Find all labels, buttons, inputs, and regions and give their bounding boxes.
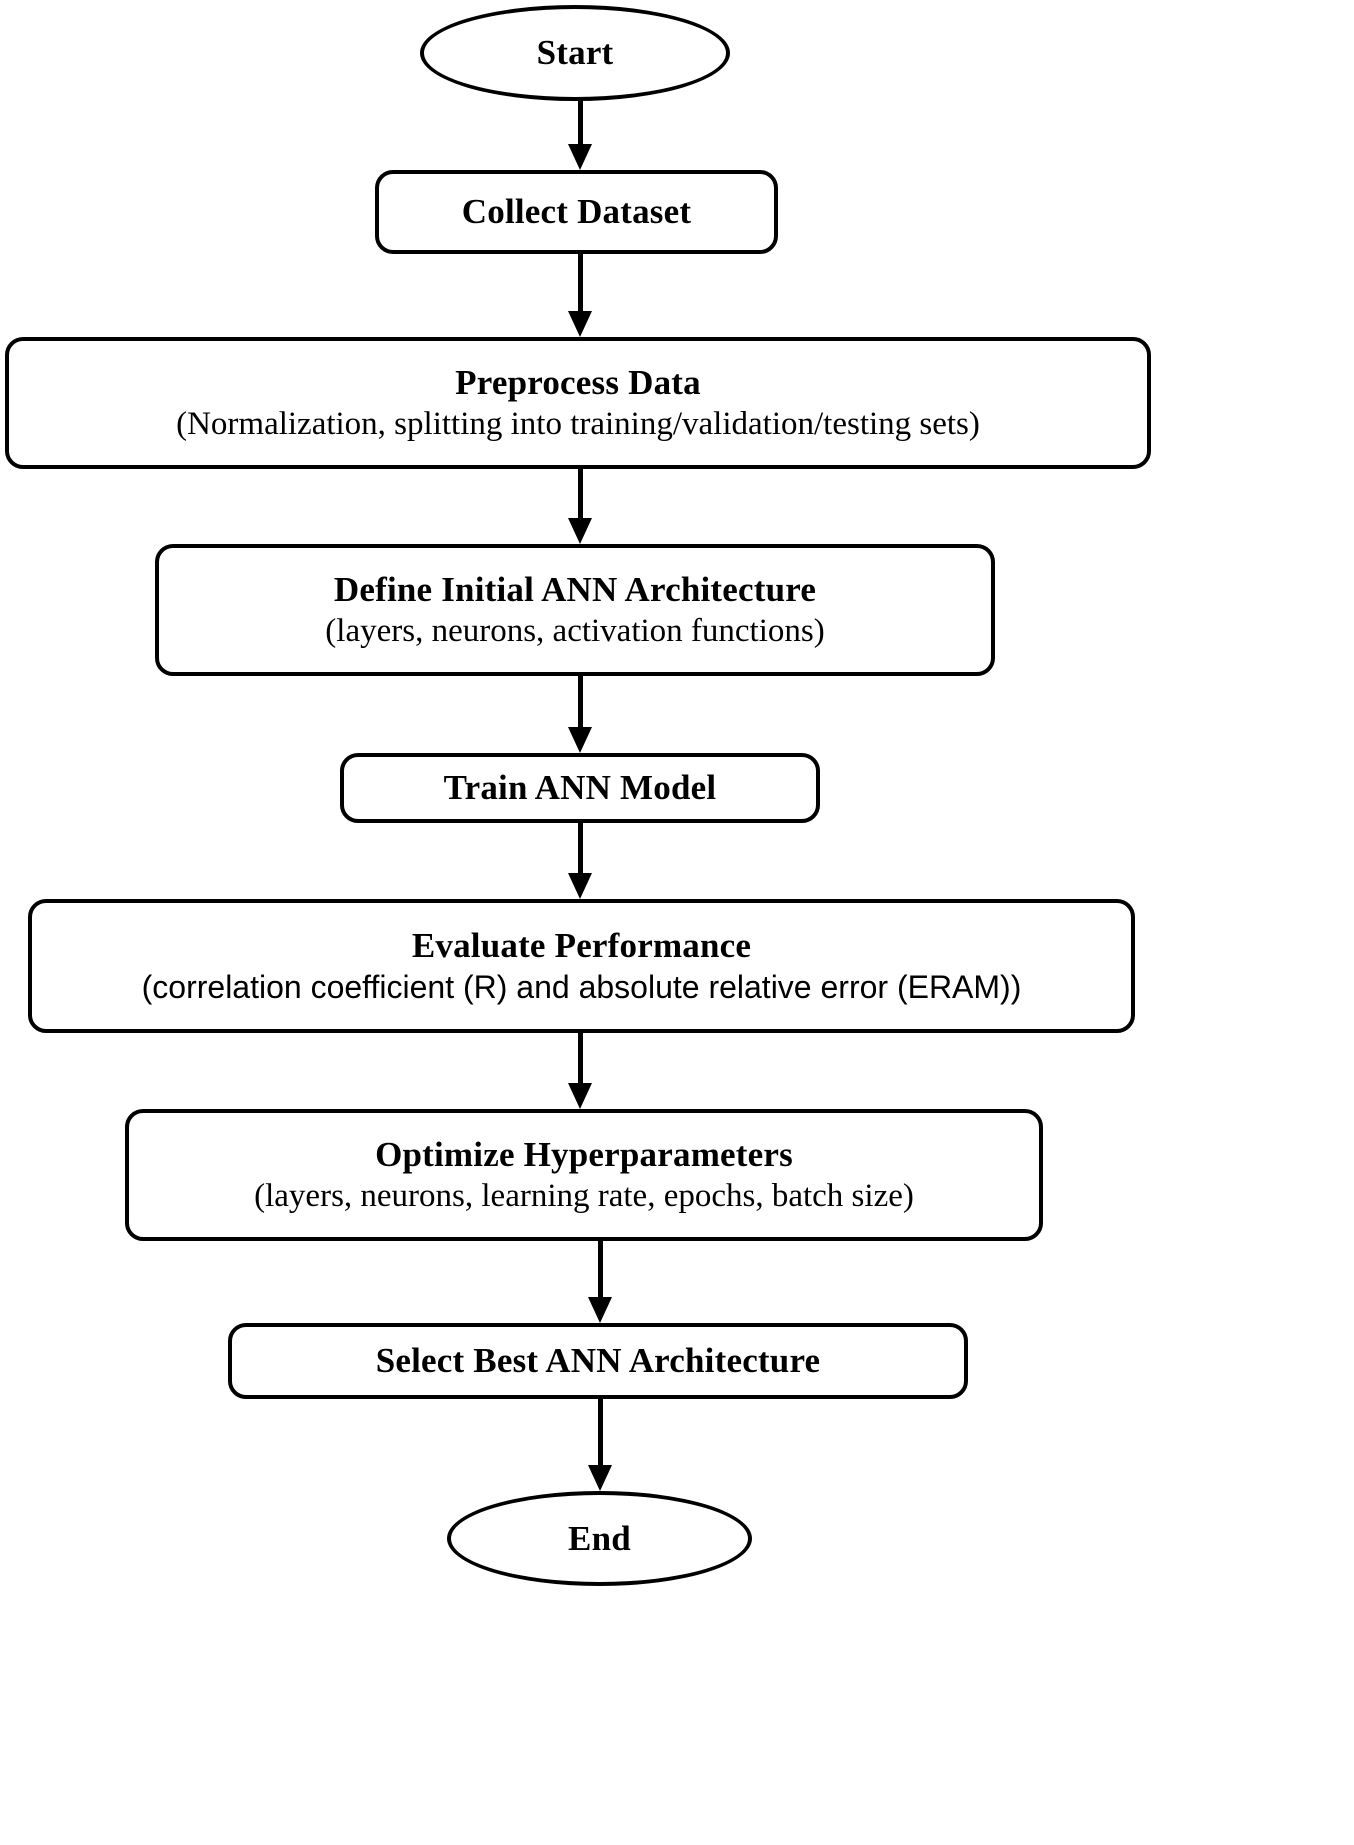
node-train-model[interactable]: Train ANN Model bbox=[340, 753, 820, 823]
node-define-architecture[interactable]: Define Initial ANN Architecture (layers,… bbox=[155, 544, 995, 676]
edge-define-architecture-to-train-model bbox=[568, 676, 592, 753]
node-evaluate-performance[interactable]: Evaluate Performance (correlation coeffi… bbox=[28, 899, 1135, 1033]
edge-evaluate-performance-to-optimize-hyperparameters bbox=[568, 1033, 592, 1109]
node-optimize-hyperparameters-title: Optimize Hyperparameters bbox=[375, 1134, 793, 1174]
node-preprocess-data-subtitle: (Normalization, splitting into training/… bbox=[176, 406, 980, 443]
node-end[interactable]: End bbox=[447, 1491, 752, 1586]
node-preprocess-data[interactable]: Preprocess Data (Normalization, splittin… bbox=[5, 337, 1151, 469]
node-start-title: Start bbox=[536, 33, 614, 73]
edge-optimize-hyperparameters-to-select-best-architecture bbox=[588, 1241, 612, 1323]
node-optimize-hyperparameters[interactable]: Optimize Hyperparameters (layers, neuron… bbox=[125, 1109, 1043, 1241]
node-select-best-architecture-title: Select Best ANN Architecture bbox=[375, 1341, 821, 1381]
node-optimize-hyperparameters-subtitle: (layers, neurons, learning rate, epochs,… bbox=[254, 1178, 914, 1215]
node-select-best-architecture[interactable]: Select Best ANN Architecture bbox=[228, 1323, 968, 1399]
node-start[interactable]: Start bbox=[420, 5, 730, 101]
edge-start-to-collect-dataset bbox=[568, 101, 592, 170]
node-end-title: End bbox=[568, 1518, 631, 1558]
node-define-architecture-subtitle: (layers, neurons, activation functions) bbox=[325, 613, 825, 650]
edge-train-model-to-evaluate-performance bbox=[568, 823, 592, 899]
edge-select-best-architecture-to-end bbox=[588, 1399, 612, 1491]
edge-preprocess-data-to-define-architecture bbox=[568, 469, 592, 544]
node-collect-dataset[interactable]: Collect Dataset bbox=[375, 170, 778, 254]
node-define-architecture-title: Define Initial ANN Architecture bbox=[333, 569, 817, 609]
node-train-model-title: Train ANN Model bbox=[443, 768, 717, 808]
edge-collect-dataset-to-preprocess-data bbox=[568, 254, 592, 337]
node-evaluate-performance-subtitle: (correlation coefficient (R) and absolut… bbox=[141, 968, 1022, 1005]
node-evaluate-performance-title: Evaluate Performance bbox=[411, 926, 752, 966]
node-collect-dataset-title: Collect Dataset bbox=[461, 192, 692, 232]
node-preprocess-data-title: Preprocess Data bbox=[455, 362, 701, 402]
